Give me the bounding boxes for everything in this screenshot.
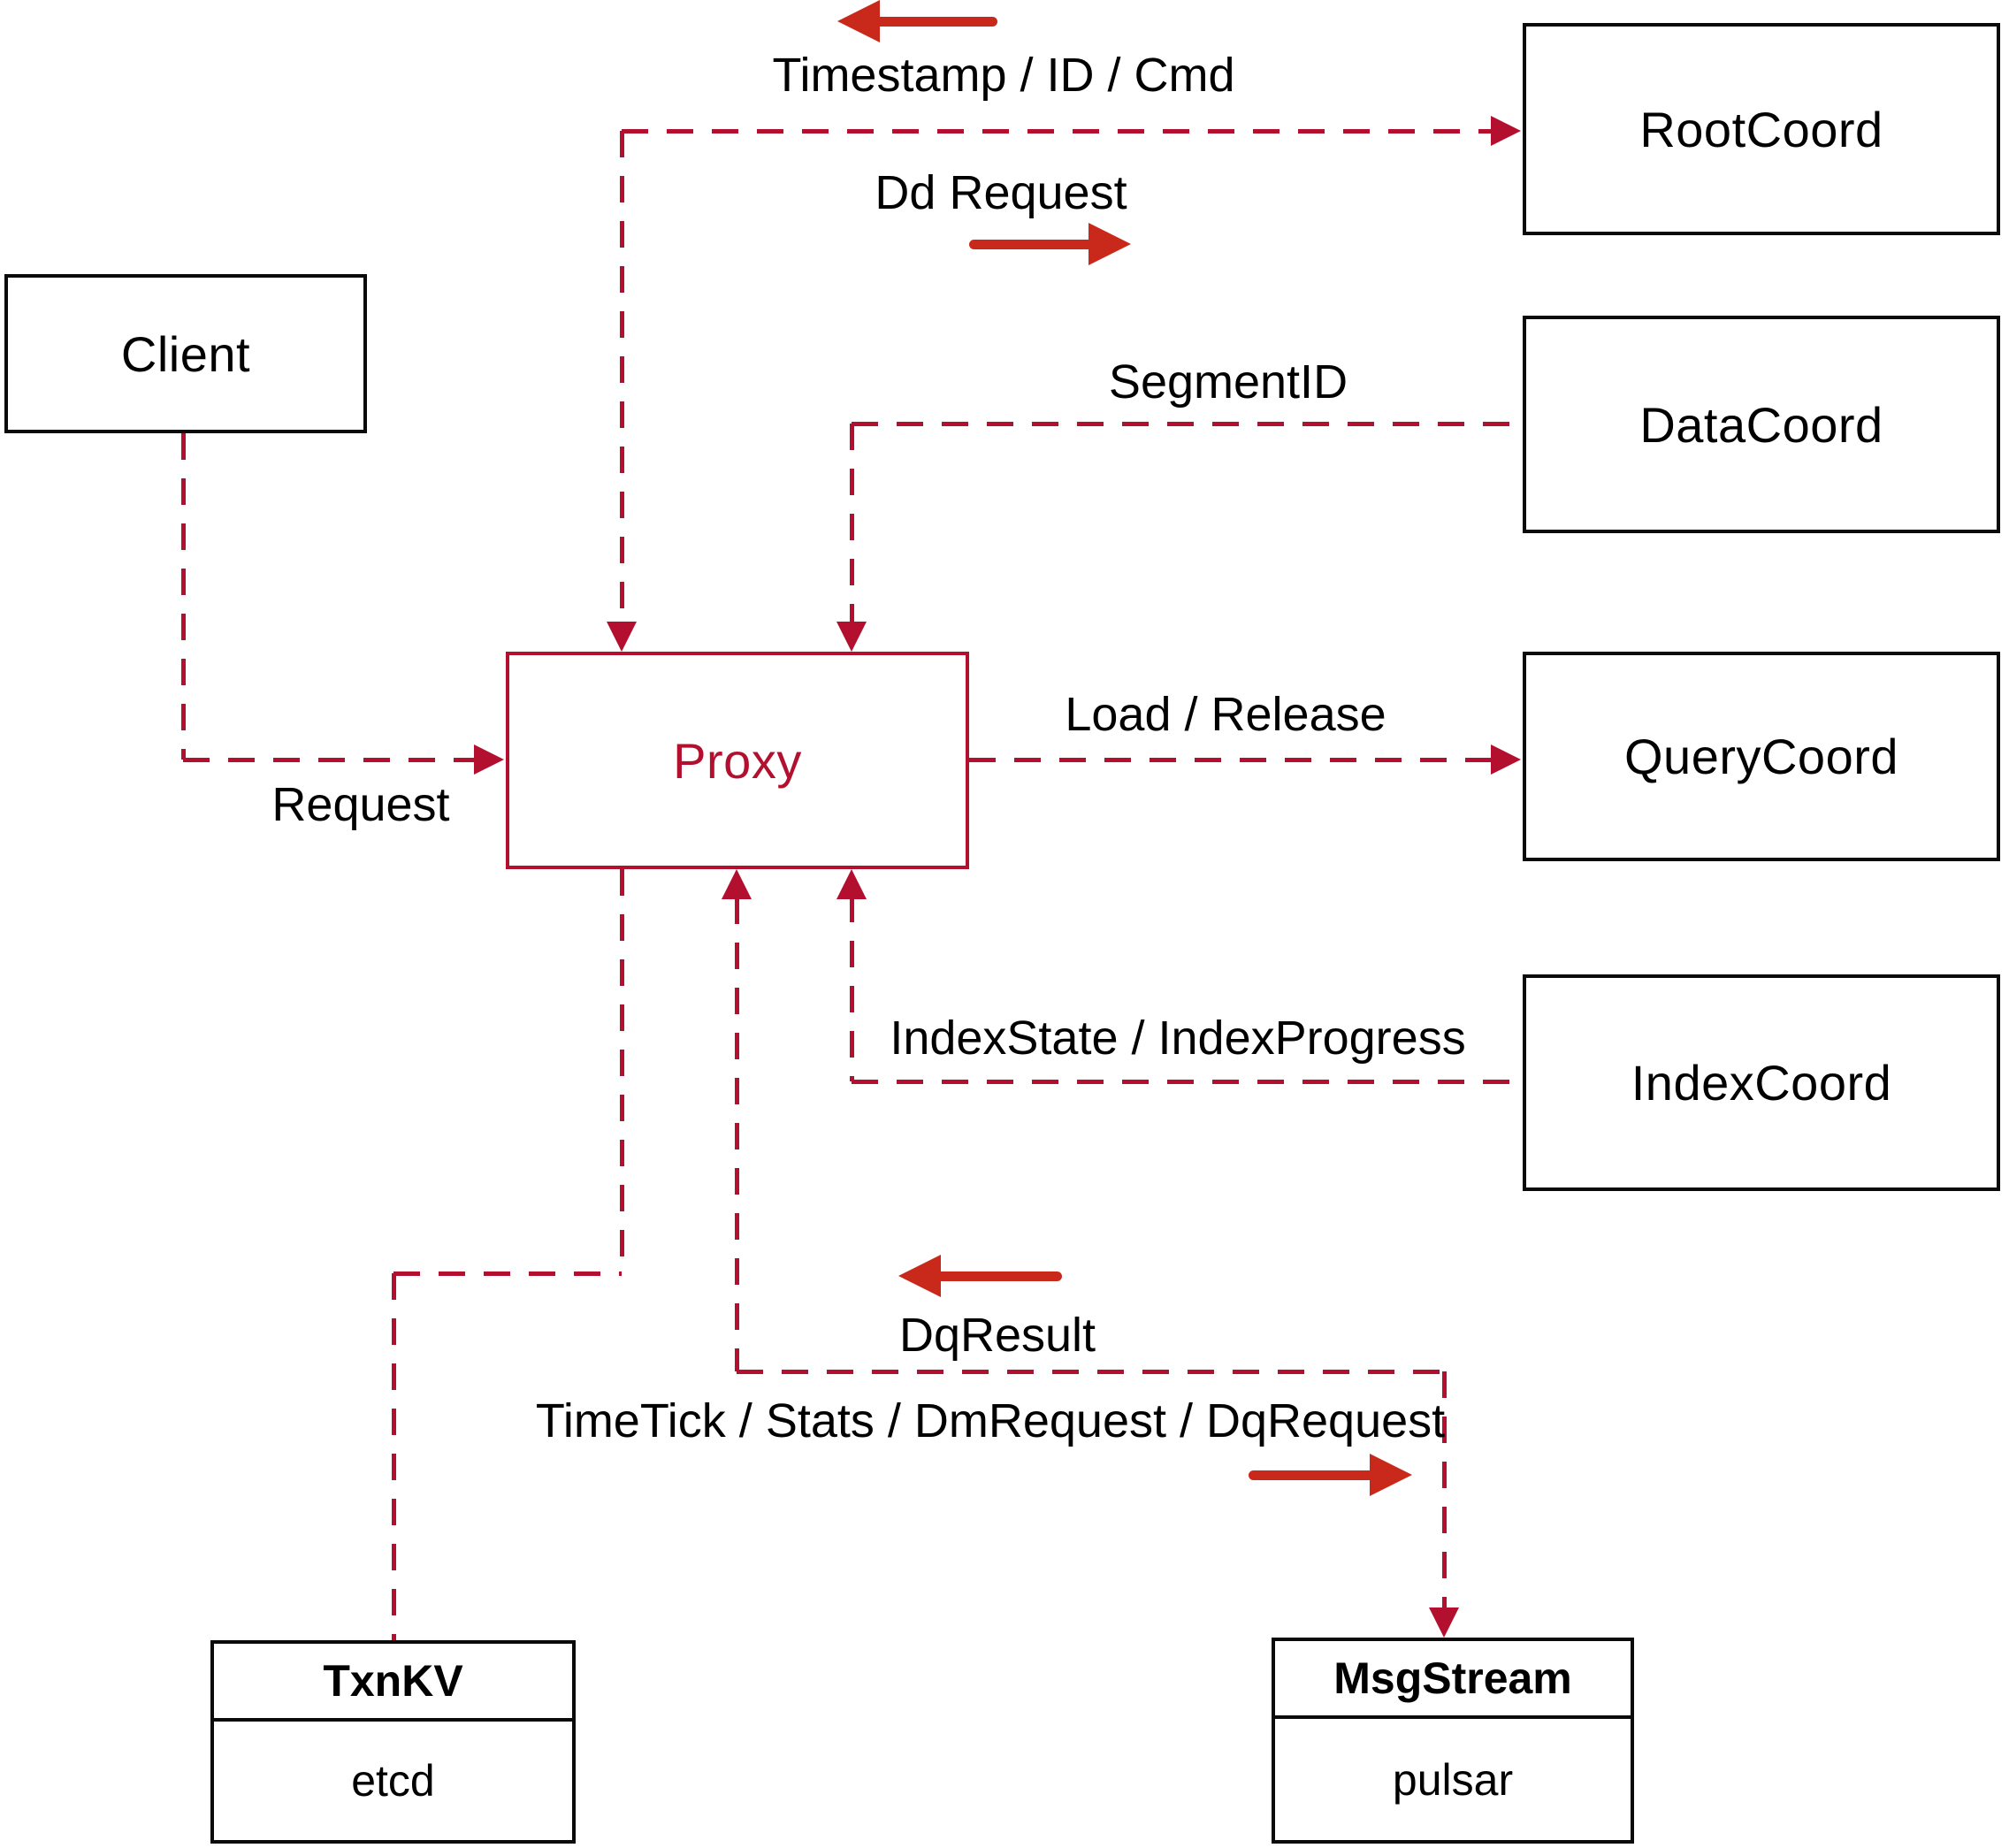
edge-proxy-querycoord-horizontal <box>969 758 1491 762</box>
node-msgstream: MsgStream pulsar <box>1272 1638 1634 1844</box>
edge-proxy-msgstream-vertical-lower <box>1442 1371 1447 1609</box>
edge-label-load-release: Load / Release <box>1065 688 1386 741</box>
edge-label-dd-request: Dd Request <box>875 166 1127 219</box>
flow-arrow-left-dq-result-icon <box>898 1255 1062 1297</box>
node-msgstream-title: MsgStream <box>1275 1641 1631 1719</box>
node-txnkv-subtitle: etcd <box>351 1756 435 1806</box>
arrowhead-up-into-proxy-bottom-left-icon <box>722 869 752 899</box>
edge-proxy-txnkv-horizontal <box>393 1271 622 1276</box>
edge-label-dq-result: DqResult <box>898 1309 1096 1362</box>
node-proxy: Proxy <box>506 652 969 869</box>
edge-indexcoord-proxy-horizontal <box>852 1080 1523 1084</box>
edge-indexcoord-proxy-vertical <box>850 896 854 1081</box>
edge-proxy-msgstream-vertical-upper <box>735 897 739 1371</box>
edge-client-proxy-horizontal <box>183 758 474 762</box>
node-datacoord: DataCoord <box>1523 316 2000 533</box>
arrowhead-right-into-querycoord-icon <box>1491 745 1521 775</box>
edge-label-index-state: IndexState / IndexProgress <box>890 1012 1466 1065</box>
edge-proxy-txnkv-vertical-lower <box>392 1273 396 1640</box>
edge-label-request: Request <box>271 778 450 831</box>
node-txnkv: TxnKV etcd <box>210 1640 576 1844</box>
node-client-label: Client <box>120 325 251 382</box>
node-indexcoord-label: IndexCoord <box>1631 1055 1892 1111</box>
node-rootcoord-label: RootCoord <box>1639 101 1883 157</box>
node-indexcoord: IndexCoord <box>1523 974 2000 1191</box>
flow-arrow-right-dd-request-icon <box>969 223 1131 265</box>
node-datacoord-label: DataCoord <box>1639 396 1883 453</box>
edge-client-proxy-vertical <box>181 433 186 760</box>
arrowhead-right-into-proxy-icon <box>474 745 504 775</box>
node-proxy-label: Proxy <box>673 732 802 789</box>
arrowhead-down-into-proxy-top-right-icon <box>836 622 867 652</box>
node-msgstream-subtitle: pulsar <box>1392 1754 1514 1805</box>
edge-proxy-msgstream-horizontal <box>737 1370 1444 1374</box>
node-querycoord: QueryCoord <box>1523 652 2000 861</box>
flow-arrow-right-time-tick-icon <box>1249 1454 1412 1496</box>
node-querycoord-label: QueryCoord <box>1623 729 1899 784</box>
edge-label-segment-id: SegmentID <box>1108 355 1348 409</box>
edge-datacoord-proxy-horizontal <box>852 422 1523 426</box>
edge-proxy-txnkv-vertical-upper <box>620 869 624 1273</box>
edge-label-time-tick: TimeTick / Stats / DmRequest / DqRequest <box>535 1394 1446 1447</box>
node-client: Client <box>4 274 367 433</box>
edge-proxy-rootcoord-vertical <box>620 131 624 625</box>
arrowhead-up-into-proxy-bottom-right-icon <box>836 869 867 899</box>
arrowhead-right-into-rootcoord-icon <box>1491 116 1521 146</box>
arrowhead-down-into-msgstream-icon <box>1429 1607 1459 1638</box>
edge-proxy-rootcoord-horizontal <box>622 129 1491 134</box>
node-txnkv-title: TxnKV <box>214 1644 572 1722</box>
edge-label-timestamp: Timestamp / ID / Cmd <box>772 49 1235 102</box>
flow-arrow-left-timestamp-icon <box>837 0 997 42</box>
arrowhead-down-into-proxy-top-left-icon <box>607 622 637 652</box>
edge-datacoord-proxy-vertical <box>850 424 854 625</box>
node-rootcoord: RootCoord <box>1523 23 2000 235</box>
